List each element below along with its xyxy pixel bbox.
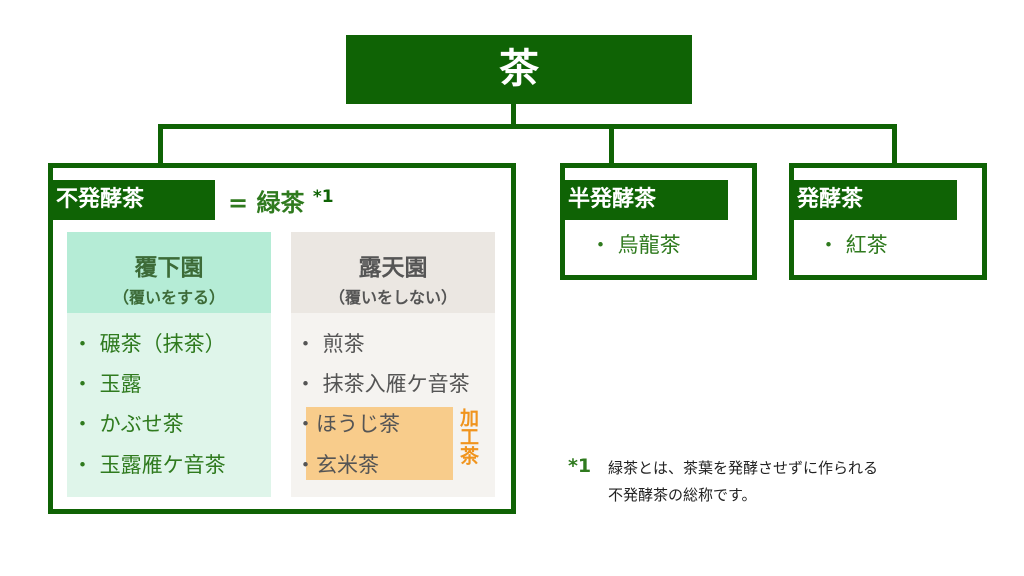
connector [511, 104, 516, 129]
list-item: ・ 抹茶入雁ケ音茶 [295, 372, 470, 396]
footnote-line: 緑茶とは、茶葉を発酵させずに作られる [608, 459, 879, 477]
equals-text: = 緑茶 [228, 189, 305, 217]
shaded-column: 覆下園 （覆いをする） [67, 232, 271, 497]
note-mark: *1 [312, 187, 334, 207]
shaded-header: 覆下園 （覆いをする） [67, 232, 271, 313]
footnote-text: 緑茶とは、茶葉を発酵させずに作られる 不発酵茶の総称です。 [608, 455, 878, 509]
list-item: ・ 煎茶 [295, 332, 365, 356]
bullet: ・ [295, 412, 316, 436]
footnote-line: 不発酵茶の総称です。 [608, 486, 757, 504]
open-title: 露天園 [358, 255, 428, 281]
unfermented-label: 不発酵茶 [48, 180, 215, 220]
processed-label: 加工茶 [457, 408, 479, 465]
root-box: 茶 [346, 35, 692, 104]
list-item: ・ 烏龍茶 [590, 233, 681, 257]
root-title: 茶 [499, 46, 539, 92]
connector [892, 124, 897, 166]
green-tea-equals: = 緑茶 *1 [228, 183, 334, 218]
list-item: ・ 碾茶（抹茶） [72, 332, 226, 356]
semi-label: 半発酵茶 [560, 180, 728, 220]
connector [158, 124, 163, 166]
shaded-subtitle: （覆いをする） [112, 288, 225, 307]
connector [609, 124, 614, 166]
processed-highlight [306, 407, 453, 480]
list-item: 玄米茶 [316, 453, 379, 477]
list-item: ・ 紅茶 [818, 233, 888, 257]
list-item: ・ 玉露 [72, 372, 142, 396]
bullet: ・ [295, 453, 316, 477]
connector [158, 124, 897, 129]
open-header: 露天園 （覆いをしない） [291, 232, 495, 313]
list-item: ・ 玉露雁ケ音茶 [72, 453, 226, 477]
shaded-title: 覆下園 [134, 255, 204, 281]
fermented-label: 発酵茶 [789, 180, 957, 220]
list-item: ・ かぶせ茶 [72, 412, 184, 436]
open-subtitle: （覆いをしない） [328, 288, 457, 307]
footnote-mark: *1 [568, 455, 592, 477]
list-item: ほうじ茶 [316, 412, 400, 436]
